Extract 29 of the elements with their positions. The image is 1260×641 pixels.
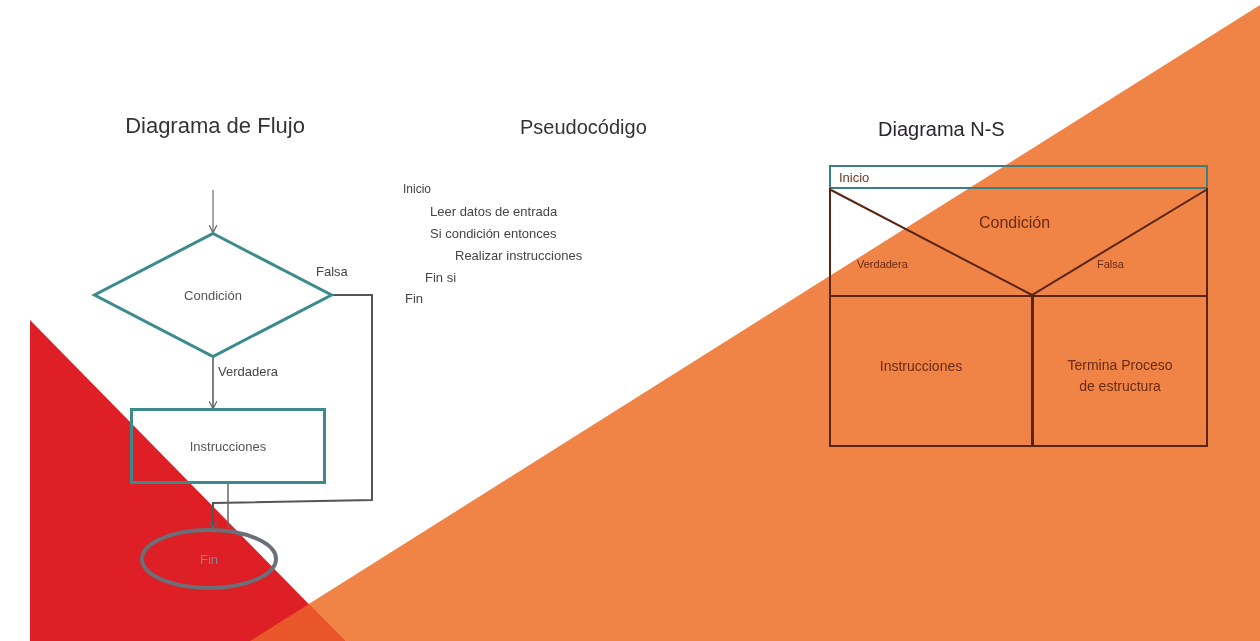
condition-text: Falsa (1097, 258, 1124, 270)
arrow (208, 189, 218, 234)
condition-cell (829, 188, 1208, 296)
code-line: Realizar instrucciones (455, 248, 583, 263)
process-box (130, 408, 326, 484)
edge-label: Verdadera (218, 364, 278, 379)
arrow (208, 357, 218, 410)
start-text: Inicio (838, 169, 870, 185)
condition-text: Verdadera (857, 258, 908, 270)
code-line: Inicio (403, 182, 431, 196)
code-line: Fin si (425, 270, 457, 285)
arrow (208, 294, 373, 530)
structure-cell (1032, 295, 1208, 447)
code-line: Fin (405, 291, 424, 306)
start-band (829, 165, 1208, 189)
cell-text: Termina Proceso de estructura (1066, 356, 1174, 396)
heading: Diagrama de Flujo (124, 112, 306, 140)
structure-cell (829, 295, 1033, 447)
condition-text: Condición (184, 287, 242, 303)
code-line: Leer datos de entrada (430, 204, 558, 219)
process-text: Instrucciones (189, 438, 267, 454)
heading: Pseudocódigo (520, 116, 647, 139)
cell-text: Instrucciones (878, 356, 964, 376)
code-line: Si condición entonces (430, 226, 557, 241)
condition-text: Condición (979, 214, 1051, 232)
heading: Diagrama N-S (878, 118, 1005, 141)
terminal-ellipse (140, 528, 278, 590)
terminal-text: Fin (199, 551, 219, 567)
edge-label: Falsa (316, 264, 348, 279)
